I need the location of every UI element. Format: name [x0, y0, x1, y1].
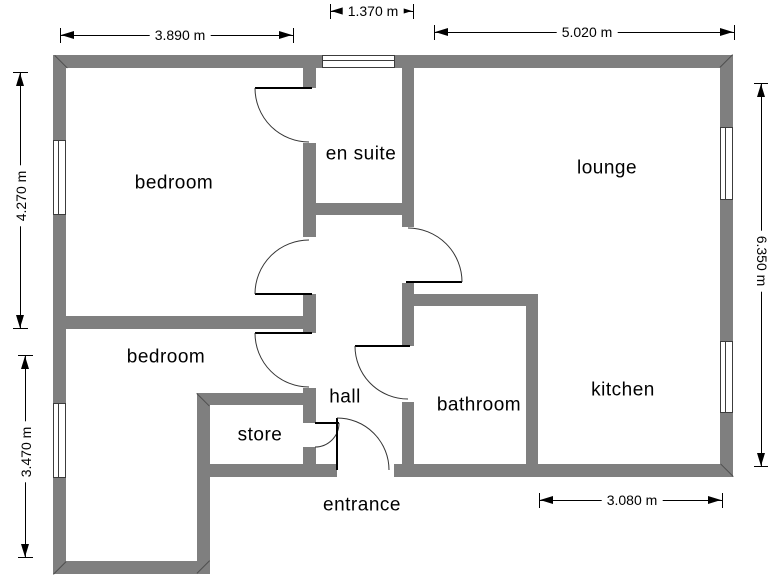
dim-tick — [734, 25, 735, 40]
wall-extension-bottom — [53, 561, 210, 574]
room-label-kitchen: kitchen — [591, 379, 655, 401]
dim-arrow-right — [720, 28, 733, 36]
door-hall-to-store — [314, 422, 340, 448]
door-hall-to-bedroom2 — [254, 332, 312, 388]
dim-arrow-right — [708, 496, 721, 504]
wall-bathroom-top — [402, 294, 526, 306]
window-right-upper — [720, 127, 733, 200]
door-hall-to-bathroom — [354, 345, 410, 400]
room-label-bathroom: bathroom — [436, 394, 522, 416]
door-hall-to-bedroom1 — [254, 239, 312, 295]
dim-tick — [13, 328, 28, 329]
dim-value: 3.080 m — [601, 492, 663, 508]
window-top-wall — [322, 55, 395, 68]
door-hall-to-lounge — [406, 227, 463, 283]
dim-value: 3.470 m — [18, 421, 34, 483]
room-label-hall: hall — [329, 386, 361, 408]
dim-arrow-right — [279, 31, 292, 39]
wall-exterior-left — [53, 55, 66, 574]
dim-value: 4.270 m — [13, 165, 29, 227]
wall-hall-west-seg3 — [303, 294, 316, 333]
dim-arrow-down — [21, 544, 29, 557]
dim-arrow-left — [540, 496, 553, 504]
dim-arrow-down — [16, 315, 24, 328]
wall-store-top — [197, 393, 316, 405]
wall-hall-west-seg4 — [303, 388, 316, 423]
wall-hall-west-seg5 — [303, 447, 316, 464]
dim-tick — [18, 557, 33, 558]
dim-arrow-left — [61, 31, 74, 39]
dim-arrow-left — [435, 28, 448, 36]
wall-extension-right — [197, 393, 210, 574]
dim-arrow-up — [757, 84, 765, 97]
wall-hall-east-seg2 — [402, 283, 414, 346]
dim-tick — [722, 493, 723, 508]
wall-bathroom-right — [526, 294, 538, 464]
dim-value: 5.020 m — [556, 24, 618, 40]
wall-bedroom-divider — [66, 316, 305, 329]
wall-exterior-bottom-west — [208, 464, 337, 477]
room-label-bedroom1: bedroom — [134, 172, 214, 194]
wall-hall-east-seg3 — [402, 402, 414, 464]
wall-exterior-bottom-east — [394, 464, 733, 477]
window-right-lower — [720, 341, 733, 413]
wall-exterior-right — [720, 55, 733, 477]
room-label-ensuite: en suite — [325, 143, 397, 165]
room-label-lounge: lounge — [576, 157, 638, 179]
dim-arrow-up — [16, 73, 24, 86]
door-entrance — [336, 417, 390, 471]
room-label-entrance: entrance — [323, 494, 401, 516]
dim-tick — [413, 4, 414, 19]
dim-tick — [293, 28, 294, 43]
dim-arrow-left — [331, 7, 344, 15]
dim-value: 3.890 m — [149, 27, 211, 43]
window-left-lower — [53, 403, 66, 478]
door-bedroom1-to-ensuite — [254, 87, 312, 143]
dim-arrow-up — [21, 356, 29, 369]
wall-hall-west-seg2 — [303, 143, 316, 237]
dim-value: 1.370 m — [342, 3, 404, 19]
dim-arrow-right — [399, 7, 412, 15]
wall-hall-east-seg1 — [402, 68, 414, 227]
dim-value: 6.350 m — [754, 230, 768, 292]
dim-tick — [754, 466, 768, 467]
room-label-store: store — [237, 424, 283, 446]
room-label-bedroom2: bedroom — [126, 346, 206, 368]
window-left-upper — [53, 140, 66, 215]
dim-arrow-down — [757, 453, 765, 466]
wall-ensuite-bottom — [316, 203, 414, 215]
wall-hall-west-seg1 — [303, 68, 316, 88]
